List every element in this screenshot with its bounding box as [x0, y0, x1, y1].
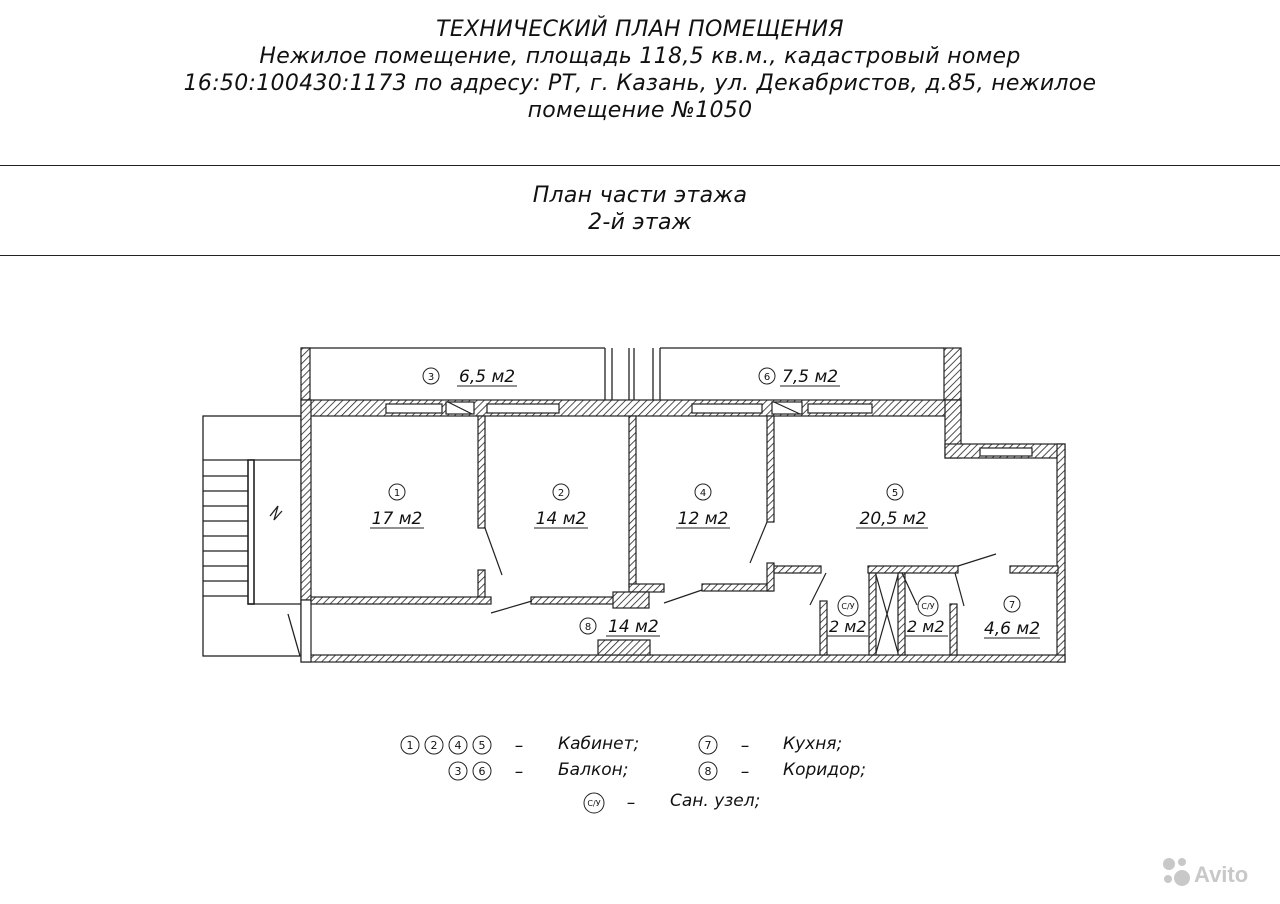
corridor-left-wall — [300, 599, 312, 663]
subtitle-block: План части этажа 2-й этаж — [0, 182, 1280, 236]
svg-text:14 м2: 14 м2 — [608, 617, 659, 637]
title-block: ТЕХНИЧЕСКИЙ ПЛАН ПОМЕЩЕНИЯ Нежилое помещ… — [0, 16, 1280, 124]
room-label-4: 4 12 м2 — [676, 483, 730, 529]
room-label-wc-1: С/У 2 м2 — [827, 595, 868, 637]
svg-text:Кабинет;: Кабинет; — [558, 734, 639, 754]
svg-text:8: 8 — [585, 622, 591, 633]
door-swings — [484, 521, 997, 614]
room-label-8: 8 14 м2 — [579, 617, 660, 637]
balcony-walls — [301, 347, 944, 400]
room-label-2: 2 14 м2 — [534, 483, 588, 529]
svg-text:1: 1 — [407, 739, 414, 752]
room-label-5: 5 20,5 м2 — [856, 483, 928, 529]
room-label-wc-2: С/У 2 м2 — [905, 595, 948, 637]
svg-text:2 м2: 2 м2 — [829, 617, 867, 636]
subtitle-line-2: 2-й этаж — [588, 210, 692, 235]
staircase — [202, 415, 302, 657]
svg-text:12 м2: 12 м2 — [678, 509, 729, 529]
svg-text:3: 3 — [455, 765, 462, 778]
svg-text:2: 2 — [431, 739, 438, 752]
room-label-3: 3 6,5 м2 — [422, 367, 517, 387]
legend-row-balcony: 3 6 – Балкон; — [448, 760, 628, 782]
svg-text:3: 3 — [428, 372, 434, 383]
svg-text:6: 6 — [479, 765, 486, 778]
room-label-7: 7 4,6 м2 — [984, 595, 1040, 639]
svg-text:Балкон;: Балкон; — [558, 760, 628, 780]
legend-row-office: 1 2 4 5 – Кабинет; — [400, 734, 639, 756]
svg-text:–: – — [515, 736, 524, 756]
avito-logo-icon — [1163, 858, 1190, 886]
svg-text:5: 5 — [892, 488, 898, 499]
legend: 1 2 4 5 – Кабинет; 3 6 – Балкон; С/У – С… — [400, 734, 866, 814]
balcony-doors — [445, 401, 803, 415]
svg-text:Кухня;: Кухня; — [783, 734, 842, 754]
header-divider — [0, 165, 1280, 166]
windows — [385, 403, 1033, 457]
svg-text:4,6 м2: 4,6 м2 — [984, 619, 1040, 639]
svg-text:Коридор;: Коридор; — [783, 760, 866, 780]
svg-text:5: 5 — [479, 739, 486, 752]
legend-row-kitchen: 7 – Кухня; — [698, 734, 842, 756]
subtitle-line-1: План части этажа — [532, 183, 748, 208]
watermark-text: Avito — [1194, 862, 1248, 887]
svg-text:–: – — [741, 736, 750, 756]
svg-text:–: – — [741, 762, 750, 782]
interior-walls — [310, 415, 1059, 656]
svg-text:17 м2: 17 м2 — [372, 509, 423, 529]
svg-text:6,5 м2: 6,5 м2 — [459, 367, 515, 387]
svg-text:14 м2: 14 м2 — [536, 509, 587, 529]
avito-watermark: Avito — [1163, 858, 1248, 887]
legend-row-bathroom: С/У – Сан. узел; — [583, 791, 760, 814]
svg-text:–: – — [515, 762, 524, 782]
title-line-2: Нежилое помещение, площадь 118,5 кв.м., … — [259, 44, 1021, 69]
svg-text:4: 4 — [455, 739, 462, 752]
svg-text:–: – — [627, 793, 636, 813]
balcony-right-wall — [943, 347, 962, 401]
svg-text:С/У: С/У — [921, 602, 934, 611]
svg-text:8: 8 — [705, 765, 712, 778]
room-label-6: 6 7,5 м2 — [758, 367, 840, 387]
svg-text:2: 2 — [558, 488, 564, 499]
svg-text:4: 4 — [700, 488, 706, 499]
legend-row-corridor: 8 – Коридор; — [698, 760, 866, 782]
svg-text:7,5 м2: 7,5 м2 — [782, 367, 838, 387]
title-line-1: ТЕХНИЧЕСКИЙ ПЛАН ПОМЕЩЕНИЯ — [436, 17, 844, 42]
ventilation-shaft — [875, 574, 899, 654]
balcony-left-wall — [300, 347, 311, 401]
title-line-4: помещение №1050 — [527, 98, 753, 123]
svg-text:С/У: С/У — [587, 799, 600, 808]
title-line-3: 16:50:100430:1173 по адресу: РТ, г. Каза… — [183, 71, 1097, 96]
svg-text:2 м2: 2 м2 — [907, 617, 945, 636]
svg-text:7: 7 — [1009, 600, 1015, 611]
svg-text:7: 7 — [705, 739, 712, 752]
svg-text:С/У: С/У — [841, 602, 854, 611]
svg-text:6: 6 — [764, 372, 770, 383]
subheader-divider — [0, 255, 1280, 256]
room-label-1: 1 17 м2 — [370, 483, 424, 529]
svg-text:20,5 м2: 20,5 м2 — [860, 509, 927, 529]
svg-text:Сан. узел;: Сан. узел; — [670, 791, 760, 811]
svg-text:1: 1 — [394, 488, 400, 499]
